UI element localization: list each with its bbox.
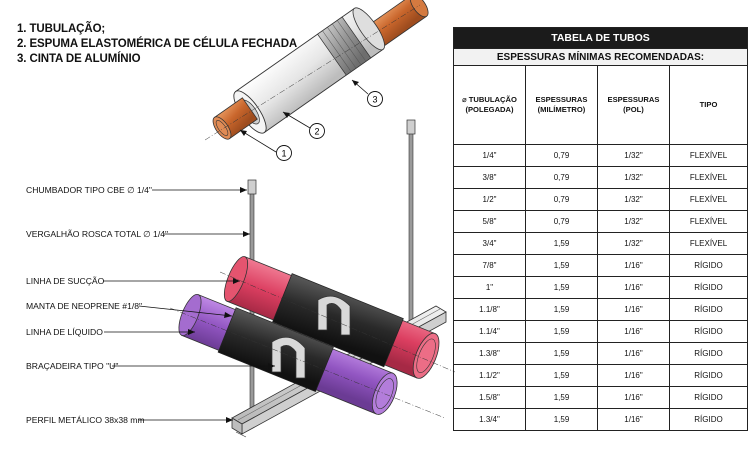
cell-espessura-mm: 1,59 <box>525 298 598 321</box>
table-title: TABELA DE TUBOS <box>452 27 749 49</box>
cell-tipo: RÍGIDO <box>668 408 749 431</box>
cell-tubulacao: 7/8" <box>453 254 526 277</box>
cell-espessura-pol: 1/16" <box>597 364 670 387</box>
header-tipo: TIPO <box>668 65 749 145</box>
cell-espessura-mm: 1,59 <box>525 364 598 387</box>
cell-espessura-pol: 1/16" <box>597 408 670 431</box>
table-subtitle: ESPESSURAS MÍNIMAS RECOMENDADAS: <box>452 48 749 66</box>
cell-tubulacao: 1.1/4" <box>453 320 526 343</box>
cell-espessura-mm: 0,79 <box>525 166 598 189</box>
support-assembly <box>169 119 456 438</box>
threaded-rod-right <box>406 119 416 326</box>
label-vergalhao: VERGALHÃO ROSCA TOTAL ∅ 1/4" <box>26 229 169 239</box>
cell-tipo: FLEXÍVEL <box>668 166 749 189</box>
cell-espessura-mm: 1,59 <box>525 232 598 255</box>
leader-arrowheads <box>188 187 275 423</box>
label-manta-neoprene: MANTA DE NEOPRENE #1/8" <box>26 301 143 311</box>
cell-tubulacao: 1.5/8" <box>453 386 526 409</box>
label-chumbador: CHUMBADOR TIPO CBE ∅ 1/4" <box>26 185 152 195</box>
cell-tipo: RÍGIDO <box>668 276 749 299</box>
callout-1: 1 <box>276 145 292 161</box>
legend-item-cinta: 3. CINTA DE ALUMÍNIO <box>17 53 141 65</box>
cell-tubulacao: 3/8" <box>453 166 526 189</box>
cell-tubulacao: 1.1/2" <box>453 364 526 387</box>
label-perfil-metalico: PERFIL METÁLICO 38x38 mm <box>26 415 145 425</box>
cell-espessura-pol: 1/32" <box>597 144 670 167</box>
cell-tubulacao: 3/4" <box>453 232 526 255</box>
label-leaders <box>103 189 275 421</box>
cell-espessura-mm: 1,59 <box>525 408 598 431</box>
cell-espessura-pol: 1/32" <box>597 232 670 255</box>
cell-tubulacao: 1.1/8" <box>453 298 526 321</box>
cell-espessura-pol: 1/16" <box>597 342 670 365</box>
cell-tipo: RÍGIDO <box>668 386 749 409</box>
cell-espessura-mm: 1,59 <box>525 320 598 343</box>
cell-espessura-mm: 1,59 <box>525 276 598 299</box>
cell-tubulacao: 1.3/8" <box>453 342 526 365</box>
cell-tipo: FLEXÍVEL <box>668 232 749 255</box>
callout-2: 2 <box>309 123 325 139</box>
legend-item-espuma: 2. ESPUMA ELASTOMÉRICA DE CÉLULA FECHADA <box>17 38 298 50</box>
cell-tipo: FLEXÍVEL <box>668 144 749 167</box>
cell-espessura-pol: 1/16" <box>597 320 670 343</box>
cell-tubulacao: 5/8" <box>453 210 526 233</box>
label-bracadeira: BRAÇADEIRA TIPO "U" <box>26 361 119 371</box>
cell-tipo: RÍGIDO <box>668 342 749 365</box>
cell-espessura-pol: 1/16" <box>597 254 670 277</box>
liquid-pipe <box>178 293 398 415</box>
cell-espessura-pol: 1/16" <box>597 276 670 299</box>
cell-espessura-mm: 1,59 <box>525 342 598 365</box>
cell-tipo: FLEXÍVEL <box>668 210 749 233</box>
cell-espessura-pol: 1/32" <box>597 188 670 211</box>
cell-espessura-pol: 1/16" <box>597 298 670 321</box>
cell-tipo: FLEXÍVEL <box>668 188 749 211</box>
svg-text:1: 1 <box>281 149 286 159</box>
suction-pipe <box>223 256 440 379</box>
insulated-pipe-detail <box>204 0 429 153</box>
label-linha-succao: LINHA DE SUCÇÃO <box>26 276 105 286</box>
pipe-table: TABELA DE TUBOS ESPESSURAS MÍNIMAS RECOM… <box>452 27 749 431</box>
svg-text:3: 3 <box>372 95 377 105</box>
cell-tubulacao: 1/2" <box>453 188 526 211</box>
cell-tipo: RÍGIDO <box>668 364 749 387</box>
cell-tipo: RÍGIDO <box>668 298 749 321</box>
label-linha-liquido: LINHA DE LÍQUIDO <box>26 327 103 337</box>
header-espessura-mm: ESPESSURAS (MILÍMETRO) <box>525 65 598 145</box>
cell-espessura-pol: 1/32" <box>597 166 670 189</box>
legend-item-tubulacao: 1. TUBULAÇÃO; <box>17 23 106 35</box>
cell-espessura-mm: 1,59 <box>525 386 598 409</box>
cell-tubulacao: 1.3/4" <box>453 408 526 431</box>
cell-espessura-mm: 0,79 <box>525 210 598 233</box>
header-espessura-pol: ESPESSURAS (POL) <box>597 65 670 145</box>
header-tubulacao: ⌀ TUBULAÇÃO (POLEGADA) <box>453 65 526 145</box>
callout-3: 3 <box>367 91 383 107</box>
legend: 1. TUBULAÇÃO; 2. ESPUMA ELASTOMÉRICA DE … <box>17 22 297 67</box>
cell-espessura-mm: 0,79 <box>525 188 598 211</box>
cell-tipo: RÍGIDO <box>668 320 749 343</box>
cell-espessura-pol: 1/32" <box>597 210 670 233</box>
svg-text:2: 2 <box>314 127 319 137</box>
cell-espessura-pol: 1/16" <box>597 386 670 409</box>
cell-espessura-mm: 0,79 <box>525 144 598 167</box>
cell-tubulacao: 1/4" <box>453 144 526 167</box>
cell-tipo: RÍGIDO <box>668 254 749 277</box>
cell-espessura-mm: 1,59 <box>525 254 598 277</box>
cell-tubulacao: 1" <box>453 276 526 299</box>
